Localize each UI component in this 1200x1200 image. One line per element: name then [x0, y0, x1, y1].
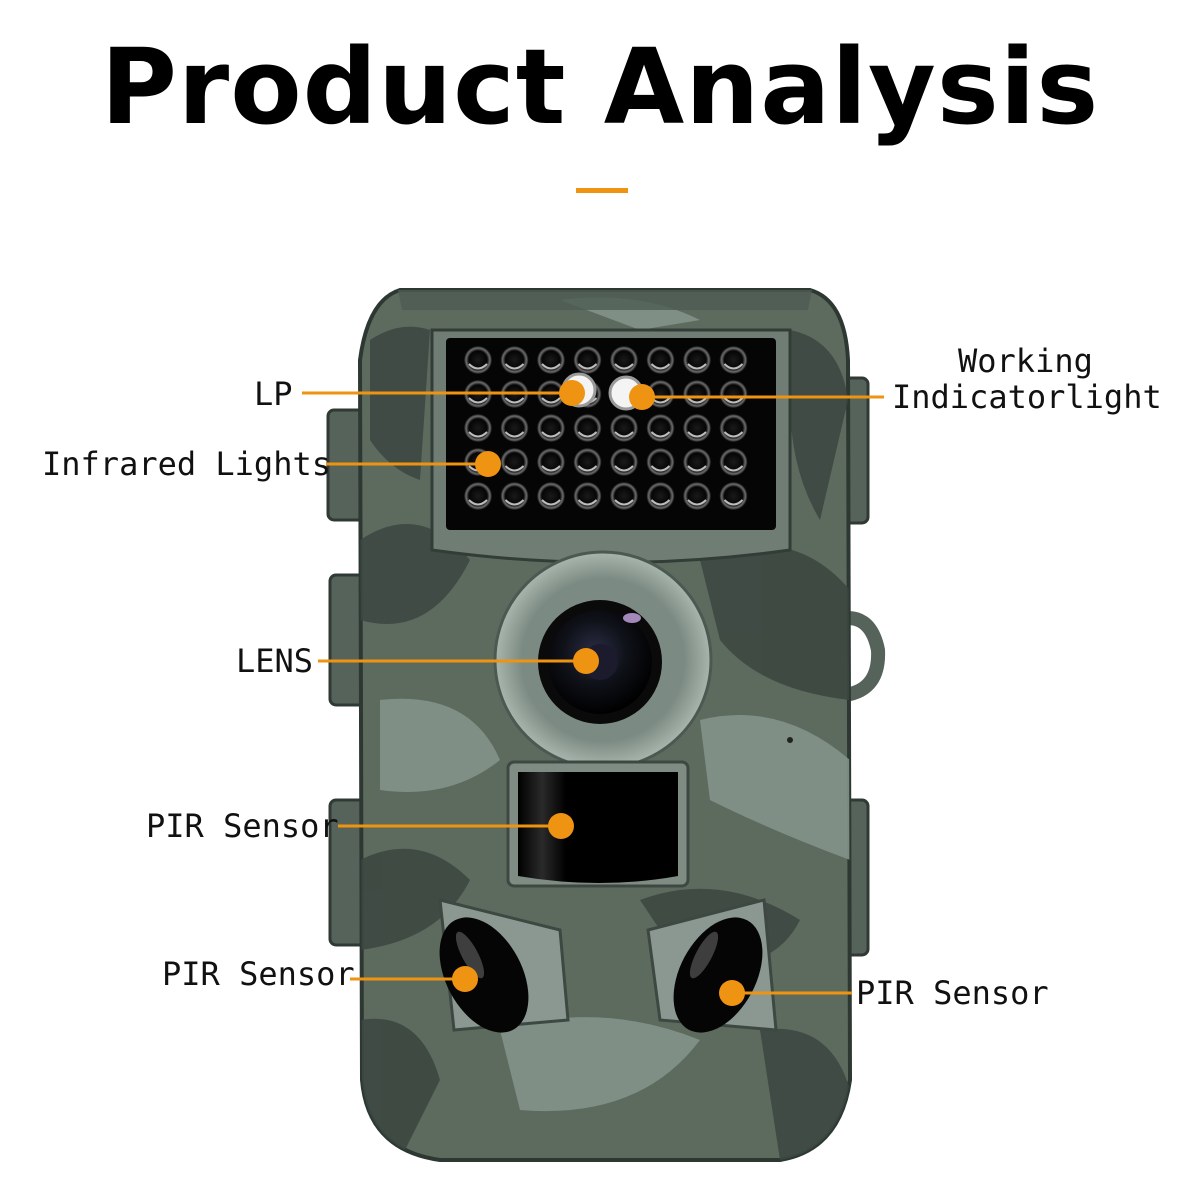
infrared-led-highlight	[650, 431, 671, 438]
infrared-led	[464, 414, 492, 442]
infrared-led	[610, 448, 638, 476]
infrared-led	[500, 482, 529, 510]
working-indicator-label-line1: Working	[958, 342, 1093, 380]
infrared-led	[719, 448, 748, 476]
infrared-led-highlight	[541, 363, 561, 370]
infrared-led	[646, 448, 675, 476]
infrared-led-grid	[464, 346, 748, 510]
infrared-led-highlight	[577, 363, 598, 370]
infrared-led	[646, 482, 675, 510]
infrared-led	[646, 414, 675, 442]
infrared-led-highlight	[723, 431, 744, 438]
infrared-led-highlight	[687, 363, 707, 370]
infrared-led-highlight	[504, 465, 525, 472]
right-pir-housing	[646, 898, 778, 1033]
infrared-led	[683, 414, 711, 442]
pir-right-marker	[719, 980, 745, 1006]
center-pir-window	[506, 760, 690, 888]
left-pir-housing	[438, 898, 570, 1033]
infrared-led-highlight	[723, 465, 744, 472]
pir-sensor-center-label: PIR Sensor	[146, 807, 339, 845]
infrared-led	[573, 482, 602, 510]
lp-label: LP	[254, 375, 293, 413]
pir-sensor-right-label: PIR Sensor	[856, 974, 1049, 1012]
infrared-led-highlight	[541, 465, 561, 472]
pir-sensor-left-label: PIR Sensor	[162, 955, 355, 993]
infrared-led-highlight	[614, 499, 634, 506]
infrared-led-highlight	[614, 465, 634, 472]
infrared-led	[500, 346, 529, 374]
infrared-led-highlight	[577, 465, 598, 472]
infrared-led	[464, 346, 492, 374]
infrared-led	[646, 346, 675, 374]
infrared-led	[610, 346, 638, 374]
infrared-panel	[430, 328, 792, 564]
infrared-led-highlight	[504, 431, 525, 438]
working-indicator-label-line2: Indicatorlight	[892, 378, 1162, 416]
infrared-led-highlight	[650, 465, 671, 472]
infrared-led-highlight	[541, 431, 561, 438]
infrared-led-highlight	[577, 499, 598, 506]
infrared-led	[537, 346, 565, 374]
infrared-led-highlight	[687, 499, 707, 506]
lens-label: LENS	[236, 642, 314, 680]
infrared-led	[573, 448, 602, 476]
infrared-led	[683, 448, 711, 476]
infrared-led-highlight	[650, 499, 671, 506]
infrared-led	[683, 346, 711, 374]
infrared-led	[537, 448, 565, 476]
infrared-led	[719, 414, 748, 442]
infrared-led-highlight	[687, 465, 707, 472]
infrared-led-highlight	[687, 431, 707, 438]
page-title: Product Analysis	[100, 26, 1100, 148]
infrared-led	[464, 482, 492, 510]
infrared-marker	[475, 451, 501, 477]
infrared-led	[719, 482, 748, 510]
infrared-led-highlight	[504, 397, 525, 404]
infrared-led	[683, 380, 711, 408]
infrared-led-highlight	[614, 363, 634, 370]
infrared-led	[537, 414, 565, 442]
microphone-hole	[787, 737, 793, 743]
infrared-led-highlight	[541, 397, 561, 404]
infrared-led-highlight	[614, 431, 634, 438]
infrared-led	[610, 482, 638, 510]
infrared-led	[610, 414, 638, 442]
infrared-led-highlight	[687, 397, 707, 404]
infrared-led-highlight	[504, 363, 525, 370]
lens-marker	[573, 648, 599, 674]
infrared-led-highlight	[468, 397, 488, 404]
infrared-led	[719, 380, 748, 408]
infrared-led-highlight	[468, 431, 488, 438]
lp-marker	[559, 380, 585, 406]
title-underline	[576, 188, 628, 193]
infrared-led-highlight	[504, 499, 525, 506]
pir-center-marker	[548, 813, 574, 839]
infrared-led-highlight	[468, 499, 488, 506]
working-indicator-marker	[629, 384, 655, 410]
callouts	[302, 380, 884, 1006]
infrared-led	[719, 346, 748, 374]
infrared-led-highlight	[650, 363, 671, 370]
infrared-led-highlight	[468, 363, 488, 370]
infrared-led	[537, 482, 565, 510]
infrared-led	[573, 346, 602, 374]
infrared-led	[573, 414, 602, 442]
pir-left-marker	[452, 966, 478, 992]
infrared-led-highlight	[723, 363, 744, 370]
infrared-lights-label: Infrared Lights	[42, 445, 331, 483]
infrared-led-highlight	[723, 499, 744, 506]
infrared-led-highlight	[577, 431, 598, 438]
infrared-led	[683, 482, 711, 510]
infrared-led	[500, 414, 529, 442]
infrared-led	[500, 448, 529, 476]
infrared-led-highlight	[541, 499, 561, 506]
infrared-led-highlight	[723, 397, 744, 404]
lens-housing	[493, 550, 713, 770]
